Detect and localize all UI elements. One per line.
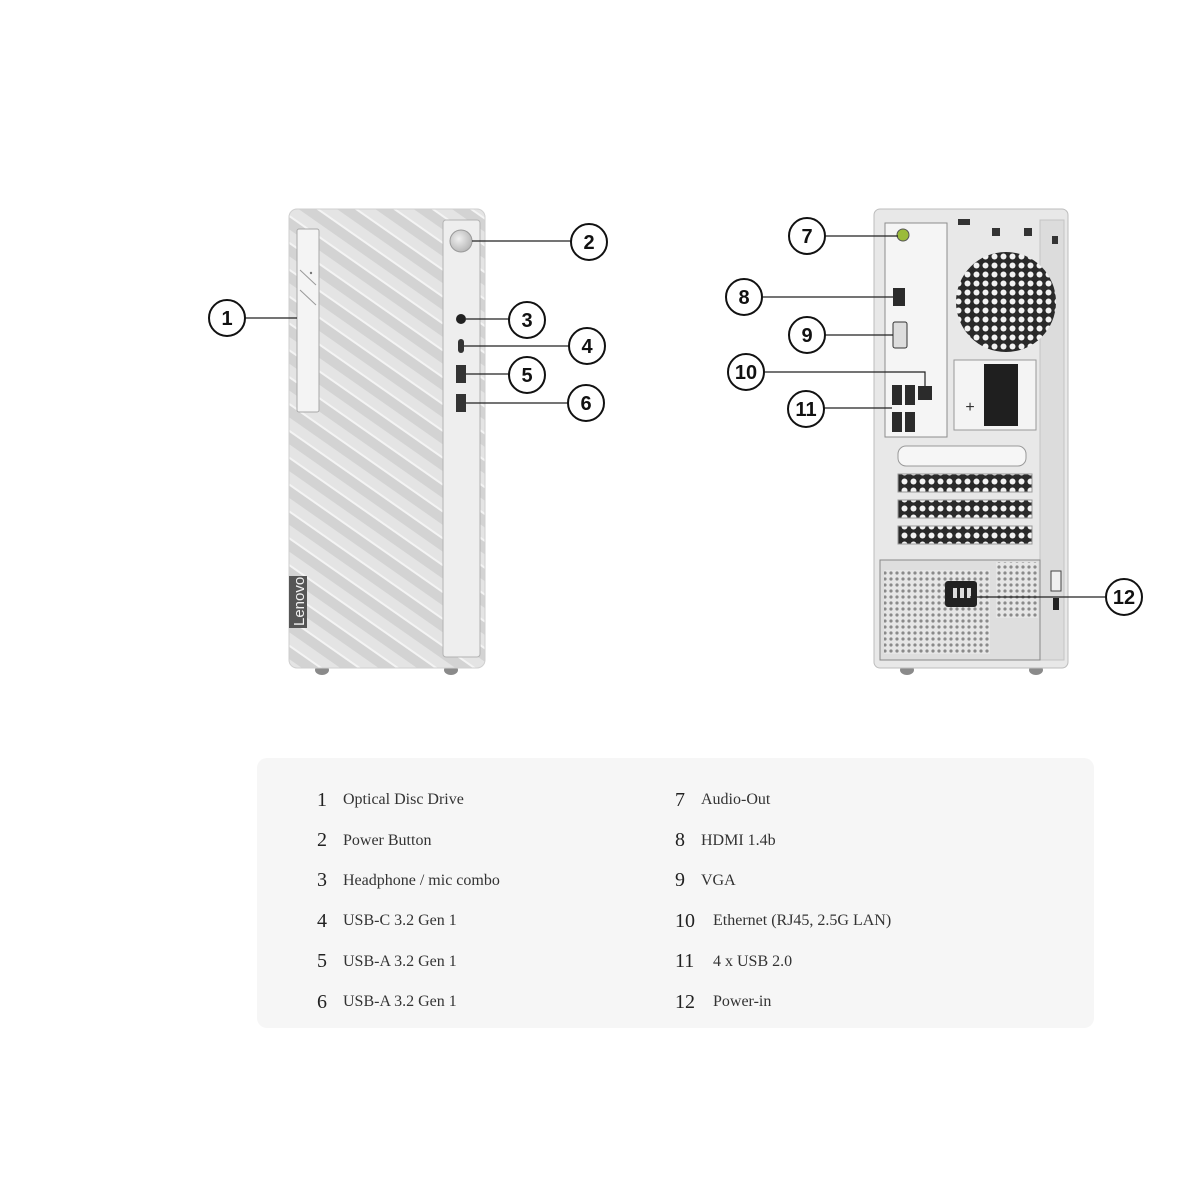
legend-label: HDMI 1.4b — [701, 831, 776, 849]
audio-out-graphic — [896, 228, 910, 242]
callout-8: 8 — [725, 278, 763, 316]
legend-item: 2 Power Button — [317, 820, 500, 860]
svg-text:6: 6 — [580, 393, 591, 415]
svg-text:12: 12 — [1113, 587, 1135, 609]
svg-text:5: 5 — [521, 365, 532, 387]
legend-item: 6 USB-A 3.2 Gen 1 — [317, 982, 500, 1022]
legend-item: 3 Headphone / mic combo — [317, 861, 500, 901]
legend-number: 10 — [675, 909, 695, 932]
ethernet-graphic — [918, 386, 932, 400]
legend-number: 11 — [675, 950, 695, 973]
legend-number: 2 — [317, 829, 327, 852]
svg-text:4: 4 — [581, 336, 593, 358]
legend-label: Headphone / mic combo — [343, 871, 500, 889]
vga-graphic — [892, 321, 908, 349]
svg-text:7: 7 — [801, 226, 812, 248]
callout-9: 9 — [788, 316, 826, 354]
rear-view: + — [725, 208, 1143, 675]
legend-number: 5 — [317, 950, 327, 973]
legend-number: 12 — [675, 990, 695, 1013]
legend-item: 1 Optical Disc Drive — [317, 780, 500, 820]
legend-number: 4 — [317, 909, 327, 932]
legend-label: Power Button — [343, 831, 432, 849]
power-button-graphic — [449, 229, 473, 253]
legend-item: 12 Power-in — [675, 982, 891, 1022]
front-view: Lenovo 1 2 3 4 5 6 — [208, 208, 608, 675]
svg-text:+: + — [965, 399, 974, 416]
svg-text:11: 11 — [795, 399, 816, 421]
brand-plate — [289, 576, 307, 628]
svg-text:8: 8 — [738, 287, 749, 309]
legend-number: 1 — [317, 788, 327, 811]
callout-6: 6 — [567, 384, 605, 422]
legend-label: 4 x USB 2.0 — [713, 952, 793, 970]
fan-grille — [956, 252, 1056, 352]
legend-column-right: 7 Audio-Out 8 HDMI 1.4b 9 VGA 10 Etherne… — [675, 780, 891, 1022]
legend-label: VGA — [701, 871, 736, 889]
svg-text:9: 9 — [801, 325, 812, 347]
expansion-slot-1 — [897, 445, 1027, 467]
legend-item: 10 Ethernet (RJ45, 2.5G LAN) — [675, 901, 891, 941]
rear-black-block — [984, 364, 1018, 426]
legend-label: Ethernet (RJ45, 2.5G LAN) — [713, 912, 892, 930]
headphone-jack-graphic — [456, 314, 466, 324]
legend-number: 6 — [317, 990, 327, 1013]
legend-number: 3 — [317, 869, 327, 892]
leader-line-10 — [764, 371, 926, 386]
legend-label: Power-in — [713, 993, 772, 1011]
legend-item: 11 4 x USB 2.0 — [675, 942, 891, 982]
usb2-graphic-2 — [905, 385, 915, 405]
optical-drive-bay — [296, 228, 320, 413]
callout-5: 5 — [508, 356, 546, 394]
legend-number: 8 — [675, 829, 685, 852]
legend-number: 7 — [675, 788, 685, 811]
callout-4: 4 — [568, 327, 606, 365]
legend-item: 9 VGA — [675, 861, 891, 901]
legend-item: 7 Audio-Out — [675, 780, 891, 820]
callout-7: 7 — [788, 217, 826, 255]
usb2-graphic-4 — [905, 412, 915, 432]
callout-11: 11 — [787, 390, 825, 428]
front-chassis — [288, 208, 486, 669]
callout-12: 12 — [1105, 578, 1143, 616]
legend-item: 4 USB-C 3.2 Gen 1 — [317, 901, 500, 941]
callout-10: 10 — [727, 353, 765, 391]
svg-text:2: 2 — [583, 232, 594, 254]
legend-number: 9 — [675, 869, 685, 892]
legend-label: Optical Disc Drive — [343, 791, 464, 809]
callout-1: 1 — [208, 299, 246, 337]
svg-text:1: 1 — [221, 308, 232, 330]
legend-item: 8 HDMI 1.4b — [675, 820, 891, 860]
front-io-strip — [442, 219, 481, 658]
usb-c-graphic — [458, 339, 464, 353]
psu-vent-right — [996, 562, 1038, 618]
expansion-slot-3 — [897, 499, 1033, 519]
legend-panel: 1 Optical Disc Drive 2 Power Button 3 He… — [257, 758, 1094, 1028]
usb-a-graphic-2 — [456, 394, 466, 412]
legend-label: Audio-Out — [701, 791, 771, 809]
hdmi-graphic — [893, 288, 905, 306]
expansion-slot-2 — [897, 473, 1033, 493]
svg-text:10: 10 — [735, 362, 757, 384]
callout-2: 2 — [570, 223, 608, 261]
brand-logo: Lenovo — [291, 577, 308, 626]
callout-3: 3 — [508, 301, 546, 339]
expansion-slot-4 — [897, 525, 1033, 545]
usb2-graphic-3 — [892, 412, 902, 432]
legend-label: USB-A 3.2 Gen 1 — [343, 952, 457, 970]
usb2-graphic-1 — [892, 385, 902, 405]
legend-column-left: 1 Optical Disc Drive 2 Power Button 3 He… — [317, 780, 500, 1022]
usb-a-graphic-1 — [456, 365, 466, 383]
svg-text:3: 3 — [521, 310, 532, 332]
legend-label: USB-C 3.2 Gen 1 — [343, 912, 457, 930]
legend-item: 5 USB-A 3.2 Gen 1 — [317, 942, 500, 982]
legend-label: USB-A 3.2 Gen 1 — [343, 993, 457, 1011]
